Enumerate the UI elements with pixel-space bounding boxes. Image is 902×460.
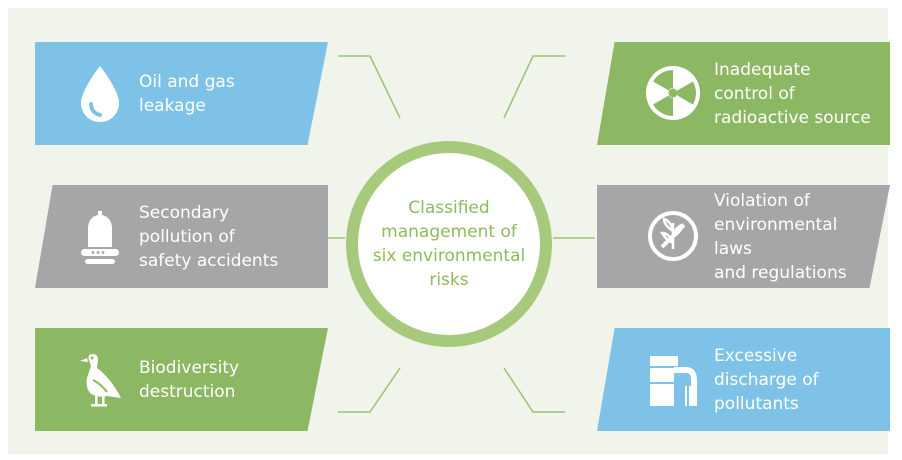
risk-card-radioactive-source: Inadequate control of radioactive source: [597, 42, 890, 145]
bird-icon: [67, 346, 133, 412]
connector-radioactive: [503, 55, 565, 119]
drop-icon: [67, 60, 133, 126]
risk-card-oil-gas-leakage: Oil and gas leakage: [35, 42, 328, 145]
connector-oil-gas: [338, 55, 401, 119]
no-plant-icon: [640, 203, 706, 269]
risk-card-law-violation: Violation of environmental laws and regu…: [597, 185, 890, 288]
center-circle: Classified management of six environment…: [346, 141, 552, 347]
risk-label: Violation of environmental laws and regu…: [714, 190, 847, 283]
risk-card-biodiversity: Biodiversity destruction: [35, 328, 328, 431]
connector-discharge: [503, 367, 565, 413]
risk-label: Biodiversity destruction: [139, 357, 240, 402]
connector-biodiversity: [338, 367, 401, 413]
risk-label: Inadequate control of radioactive source: [714, 59, 871, 128]
center-title: Classified management of six environment…: [372, 198, 526, 290]
risk-label: Secondary pollution of safety accidents: [139, 202, 279, 271]
risk-label: Oil and gas leakage: [139, 71, 235, 116]
risk-card-pollutant-discharge: Excessive discharge of pollutants: [597, 328, 890, 431]
radiation-icon: [640, 60, 706, 126]
discharge-pipe-icon: [640, 346, 706, 412]
risk-label: Excessive discharge of pollutants: [714, 345, 819, 414]
bell-icon: [67, 203, 133, 269]
risk-card-secondary-pollution: Secondary pollution of safety accidents: [35, 185, 328, 288]
